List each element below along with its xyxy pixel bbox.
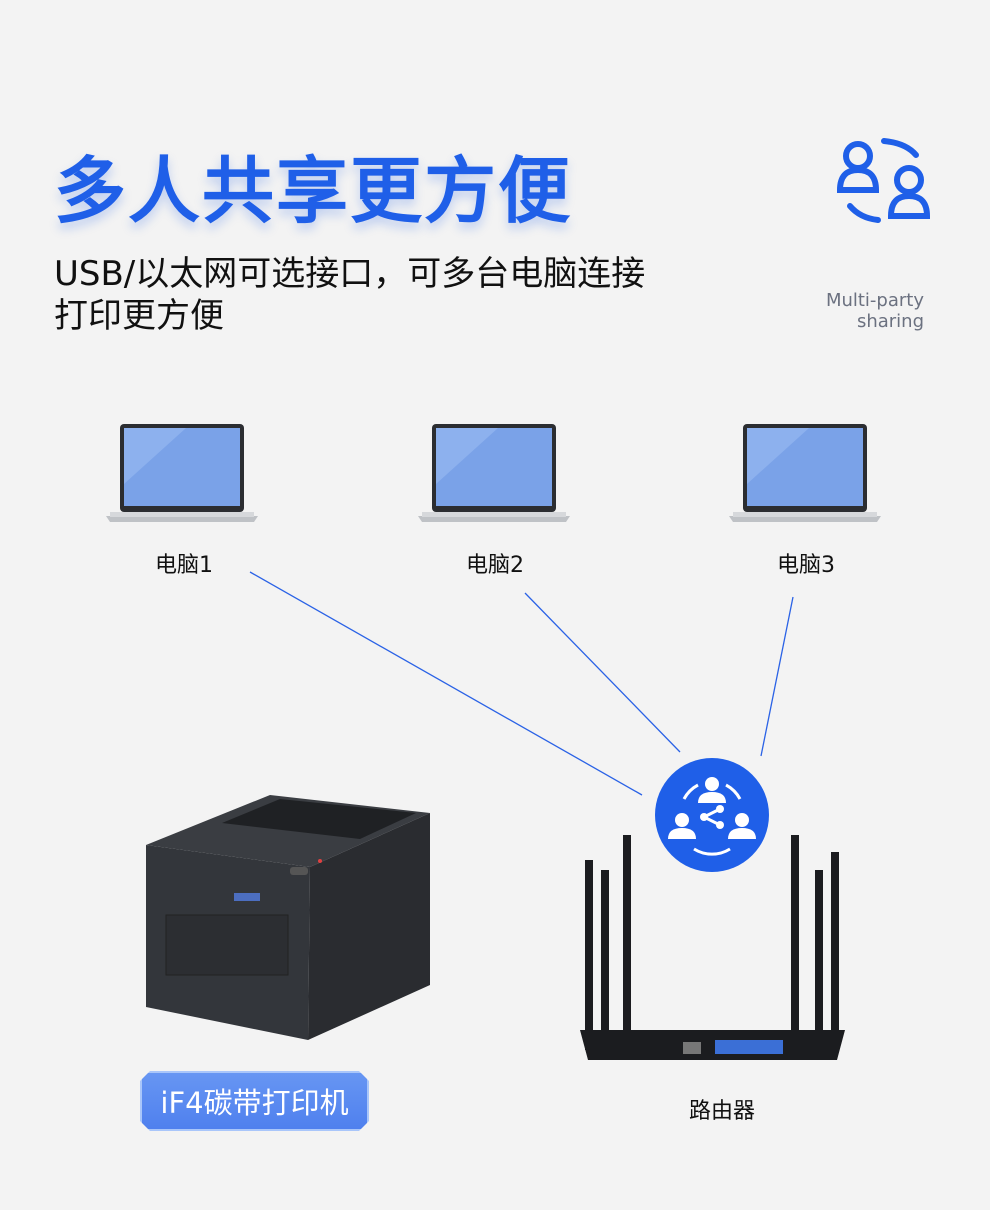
line-computer-3 xyxy=(760,596,794,757)
computer-2-label: 电脑2 xyxy=(466,553,524,578)
page-title: 多人共享更方便 xyxy=(54,149,573,233)
computer-3-label: 电脑3 xyxy=(777,553,835,578)
laptop-1-image xyxy=(106,424,258,522)
line-computer-1 xyxy=(249,571,643,796)
feature-label: Multi-party sharing xyxy=(826,290,924,332)
share-hub-icon xyxy=(655,758,769,872)
feature-label-line-2: sharing xyxy=(856,311,924,332)
laptop-2-image xyxy=(418,424,570,522)
subtitle-line-2: 打印更方便 xyxy=(54,296,224,336)
computer-1-label: 电脑1 xyxy=(155,553,213,578)
printer-model-badge: iF4碳带打印机 xyxy=(140,1071,369,1131)
router-label: 路由器 xyxy=(688,1099,755,1124)
subtitle-line-1: USB/以太网可选接口，可多台电脑连接 xyxy=(54,254,646,294)
multi-user-icon xyxy=(836,138,931,223)
line-computer-2 xyxy=(524,592,681,753)
router-image xyxy=(580,835,845,1060)
feature-label-line-1: Multi-party xyxy=(825,290,924,311)
laptop-3-image xyxy=(729,424,881,522)
printer-image xyxy=(146,795,430,1040)
